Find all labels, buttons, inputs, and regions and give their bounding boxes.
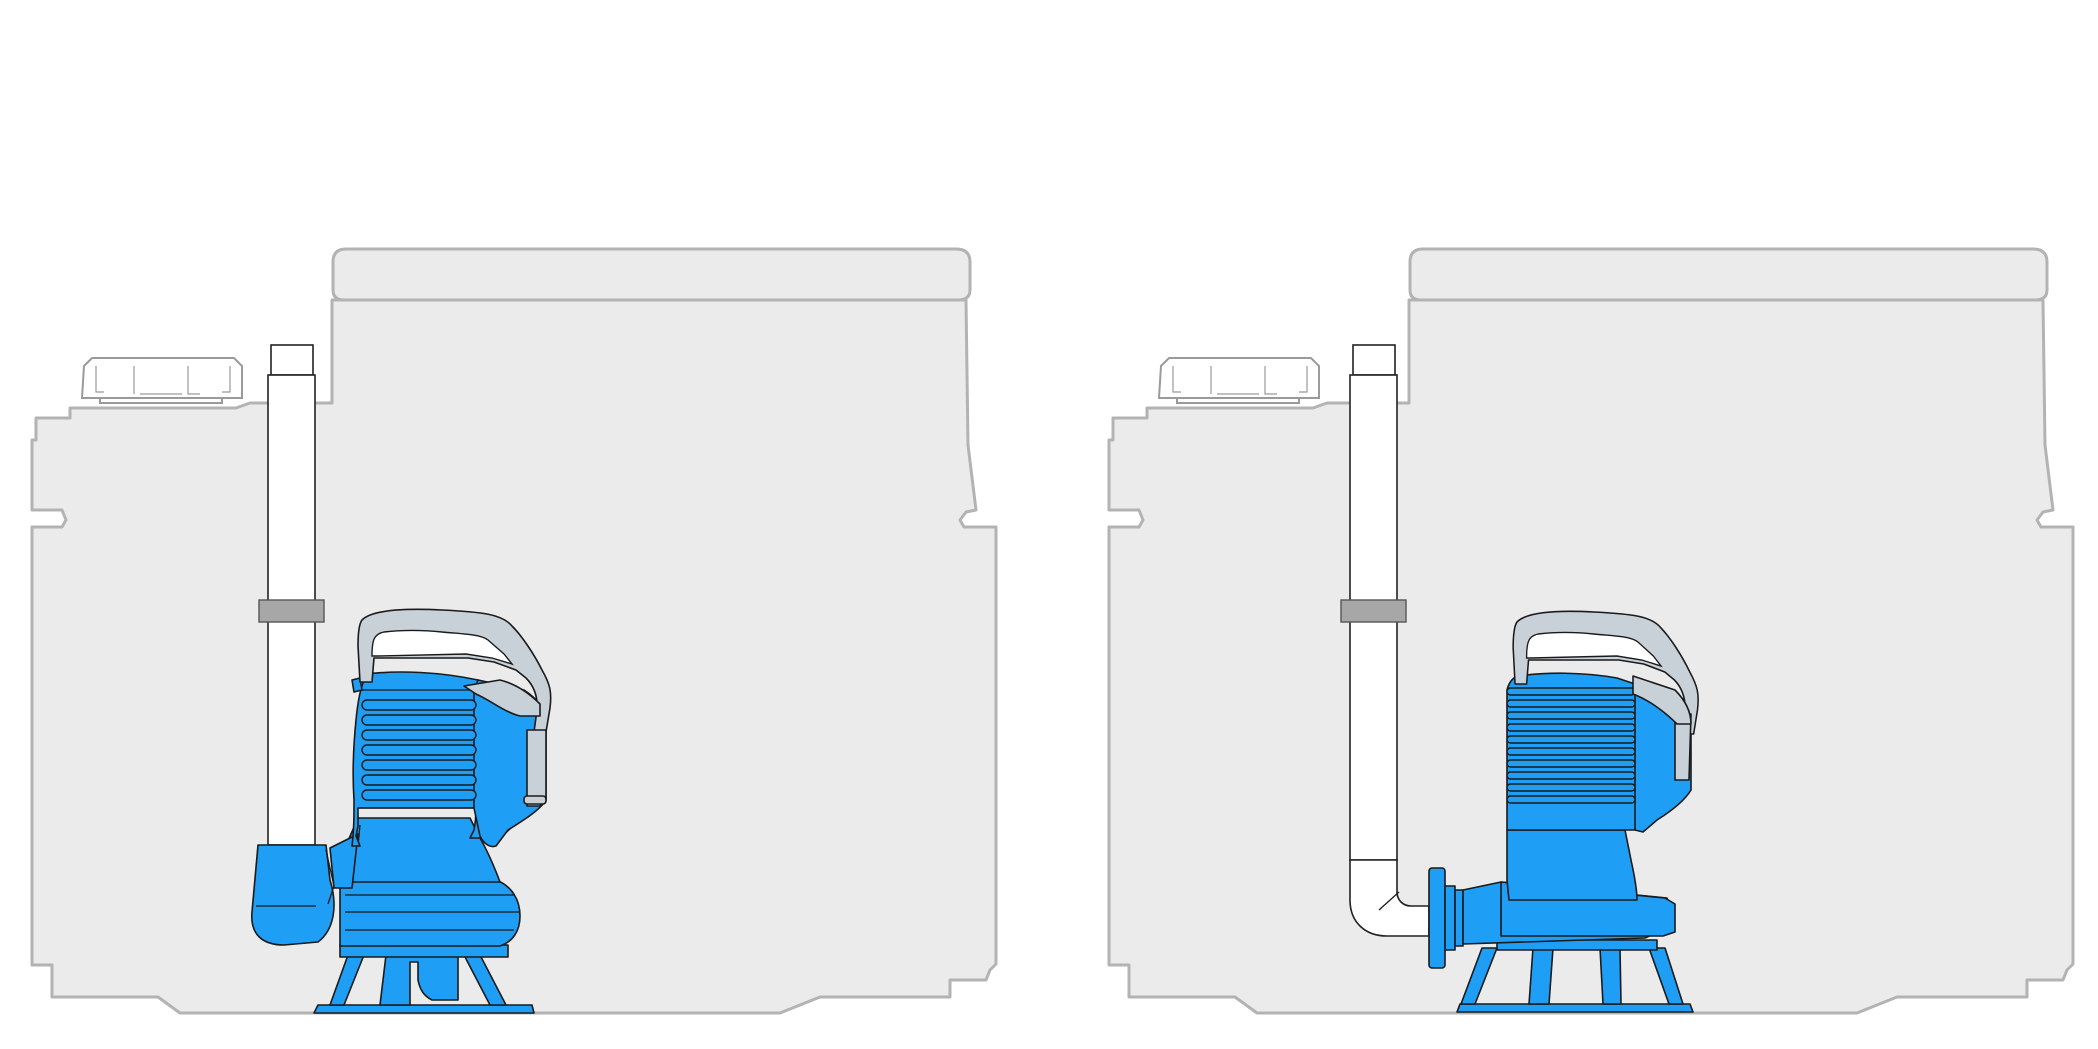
cooling-fins-left [361,699,477,801]
pipe-clamp-right [1340,599,1407,623]
pump-base-right [1456,939,1694,1013]
outlet-flange-right [1428,867,1464,969]
cooling-fins-right [1506,687,1636,804]
discharge-pipe-left [258,344,325,846]
horizontal-flange-pump-right [1428,610,1699,1013]
panel-left [30,247,998,1015]
vertical-submersible-pump-left [251,608,552,1014]
panel-right [1107,247,2075,1015]
pump-base-left [313,944,535,1014]
pipe-clamp-left [258,599,325,623]
discharge-pipe-right [1340,344,1430,937]
